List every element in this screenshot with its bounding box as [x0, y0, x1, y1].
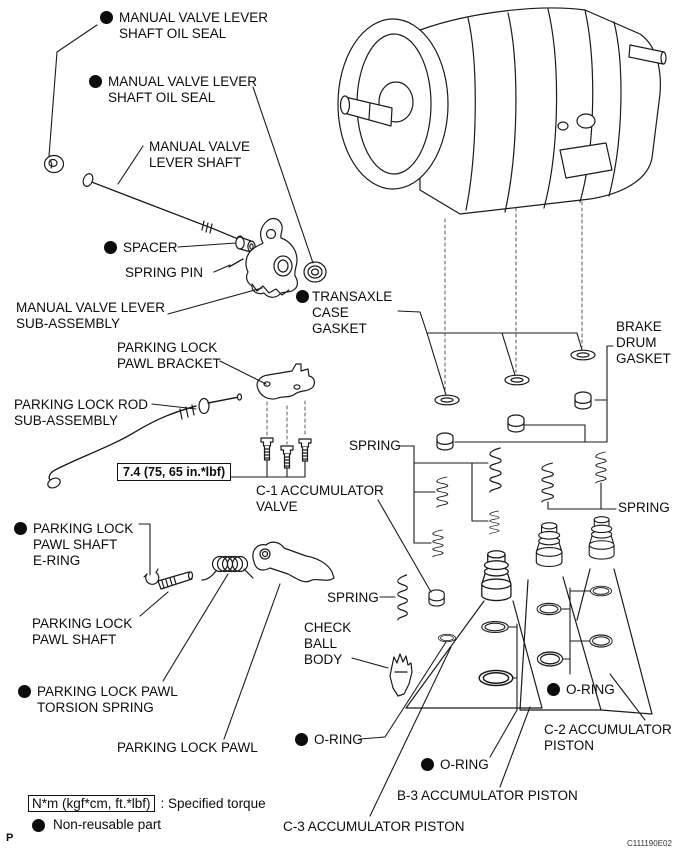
label-spring-right: SPRING — [618, 500, 670, 515]
non-reusable-dot — [89, 75, 102, 88]
torque-symbol-meaning: : Specified torque — [160, 796, 266, 811]
o-ring-left-group — [478, 621, 518, 711]
label-o-ring-right: O-RING — [547, 682, 615, 698]
b3-accumulator-piston-part — [535, 522, 563, 568]
o-ring-small-part — [437, 633, 457, 643]
check-ball-body-part — [389, 653, 413, 697]
non-reusable-dot — [295, 733, 308, 746]
transaxle-case-gasket-parts — [397, 310, 596, 406]
spring-pair-right — [541, 451, 617, 510]
torque-spec-box: 7.4 (75, 65 in.*lbf) — [117, 463, 232, 481]
page-marker: P — [6, 832, 14, 844]
label-c1-accumulator-valve: C-1 ACCUMULATOR VALVE — [256, 483, 384, 514]
legend-torque: N*m (kgf*cm, ft.*lbf) : Specified torque — [28, 795, 266, 812]
label-parking-lock-pawl-torsion-spring: PARKING LOCK PAWL TORSION SPRING — [18, 684, 178, 716]
spring-pin-part — [228, 258, 244, 268]
parking-lock-pawl-shaft-part — [157, 571, 194, 590]
label-parking-lock-pawl-shaft: PARKING LOCK PAWL SHAFT — [32, 616, 133, 647]
label-manual-valve-lever-shaft-oil-seal-1: MANUAL VALVE LEVER SHAFT OIL SEAL — [100, 10, 268, 42]
label-spacer: SPACER — [104, 240, 178, 256]
c3-accumulator-piston-part — [481, 550, 512, 602]
non-reusable-dot — [547, 683, 560, 696]
manual-valve-lever-shaft-part — [82, 173, 244, 245]
label-spring-left: SPRING — [349, 438, 401, 453]
label-o-ring-mid: O-RING — [421, 757, 489, 773]
label-manual-valve-lever-sub-assembly: MANUAL VALVE LEVER SUB-ASSEMBLY — [16, 300, 166, 331]
manual-valve-lever-sub-assembly-part — [245, 217, 298, 298]
spring-cluster-left — [399, 445, 502, 558]
label-c3-accumulator-piston: C-3 ACCUMULATOR PISTON — [283, 819, 465, 834]
parking-lock-pawl-part — [252, 541, 335, 583]
label-b3-accumulator-piston: B-3 ACCUMULATOR PISTON — [397, 788, 578, 803]
non-reusable-dot — [18, 685, 31, 698]
accumulator-piston-bodies — [405, 568, 653, 715]
brake-drum-gasket-parts — [436, 345, 614, 451]
c1-accumulator-valve-bolts — [228, 400, 312, 478]
spring-mid-part — [397, 574, 409, 621]
oil-seal-2-part — [303, 261, 327, 283]
parking-lock-pawl-bracket-part — [256, 363, 315, 400]
parking-lock-rod-part — [47, 393, 243, 489]
label-spring-pin: SPRING PIN — [125, 265, 204, 280]
label-parking-lock-pawl: PARKING LOCK PAWL — [117, 740, 258, 755]
torque-symbol-box: N*m (kgf*cm, ft.*lbf) — [28, 795, 155, 812]
non-reusable-dot — [296, 290, 309, 303]
label-manual-valve-lever-shaft-oil-seal-2: MANUAL VALVE LEVER SHAFT OIL SEAL — [89, 74, 257, 106]
legend-non-reusable: Non-reusable part — [32, 817, 161, 832]
non-reusable-dot — [32, 818, 45, 832]
e-ring-part — [143, 568, 160, 585]
non-reusable-dot — [14, 522, 27, 535]
label-c2-accumulator-piston: C-2 ACCUMULATOR PISTON — [544, 722, 672, 753]
leader-lines — [48, 24, 646, 817]
non-reusable-dot — [100, 11, 113, 24]
label-manual-valve-lever-shaft: MANUAL VALVE LEVER SHAFT — [149, 139, 251, 170]
label-parking-lock-pawl-bracket: PARKING LOCK PAWL BRACKET — [117, 340, 221, 371]
label-spring-mid: SPRING — [327, 590, 379, 605]
o-ring-right-group — [536, 585, 613, 675]
oil-seal-1-part — [43, 154, 65, 174]
non-reusable-dot — [421, 758, 434, 771]
figure-code: C111190E02 — [627, 839, 672, 848]
torsion-spring-part — [201, 555, 254, 581]
label-transaxle-case-gasket: TRANSAXLE CASE GASKET — [296, 289, 392, 337]
transaxle-case-assembly — [337, 7, 667, 215]
label-brake-drum-gasket: BRAKE DRUM GASKET — [616, 319, 671, 366]
label-o-ring-left: O-RING — [295, 732, 363, 748]
label-parking-lock-rod-sub-assembly: PARKING LOCK ROD SUB-ASSEMBLY — [14, 397, 149, 428]
label-parking-lock-pawl-shaft-e-ring: PARKING LOCK PAWL SHAFT E-RING — [14, 521, 133, 569]
input-shaft — [339, 81, 414, 127]
label-check-ball-body: CHECK BALL BODY — [304, 620, 352, 667]
non-reusable-dot — [104, 241, 117, 254]
c2-accumulator-piston-part — [588, 516, 615, 560]
